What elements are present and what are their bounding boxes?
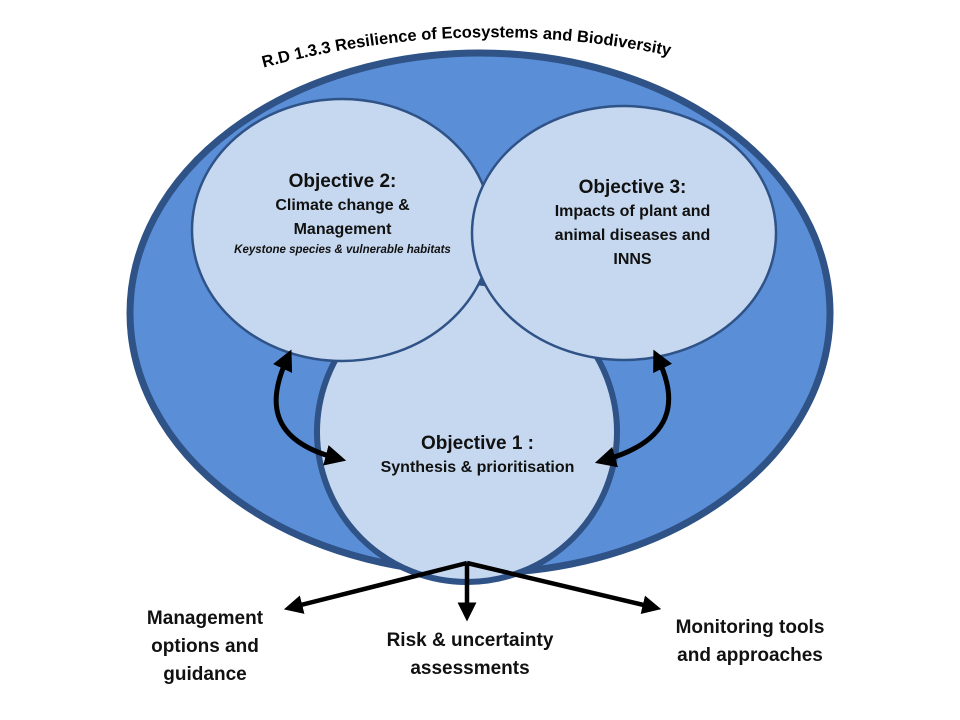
objective-2-note: Keystone species & vulnerable habitats [234,244,451,256]
outcome-risk: Risk & uncertainty assessments [355,627,585,683]
outcome-management-line1: Management [146,608,264,629]
outcome-risk-line2: assessments [410,658,530,679]
objective-2-text: Objective 2: Climate change & Management… [200,170,485,258]
objective-1-text: Objective 1 : Synthesis & prioritisation [340,432,615,480]
objective-3-line2: animal diseases and [554,227,711,244]
objective-3-line3: INNS [613,251,652,268]
objective-3-text: Objective 3: Impacts of plant and animal… [500,176,765,272]
outcome-monitoring-line2: and approaches [677,645,823,666]
outcome-monitoring-line1: Monitoring tools [675,617,825,638]
arrow-obj3-obj1 [594,349,673,468]
outcome-monitoring: Monitoring tools and approaches [645,614,855,670]
objective-1-line1: Synthesis & prioritisation [380,459,575,476]
objective-3-line1: Impacts of plant and [554,203,711,220]
objective-3-title: Objective 3: [578,177,687,198]
outcome-management: Management options and guidance [110,605,300,689]
arrow-to-monitoring [466,560,662,615]
outcome-management-line2: options and [151,636,259,657]
objective-1-title: Objective 1 : [421,433,534,454]
arrow-to-management [283,560,468,614]
outcome-risk-line1: Risk & uncertainty [386,630,554,651]
objective-2-title: Objective 2: [288,171,397,192]
objective-2-line2: Management [293,221,392,238]
arrow-obj2-obj1 [273,349,347,466]
objective-2-line1: Climate change & [275,197,410,214]
outcome-management-line3: guidance [163,664,247,685]
